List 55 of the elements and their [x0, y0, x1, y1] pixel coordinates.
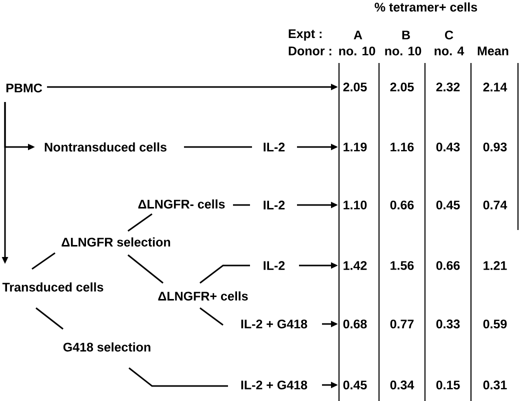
table-value: 2.05: [390, 82, 414, 92]
connector-line: [200, 307, 224, 326]
treatment-label: IL-2: [264, 200, 285, 210]
table-value: 0.77: [390, 320, 414, 328]
column-header: no. 10: [339, 46, 376, 56]
table-value: 0.68: [343, 320, 367, 328]
connector-line: [233, 204, 250, 206]
table-value: 0.45: [436, 200, 460, 210]
table-value: 0.59: [483, 320, 507, 328]
column-header: Mean: [478, 46, 508, 56]
column-header: A: [354, 30, 362, 40]
column-header: C: [445, 30, 454, 40]
table-value: 1.21: [484, 261, 507, 270]
step-label: ΔLNGFR- cells: [138, 199, 225, 209]
column-header: B: [402, 30, 410, 40]
step-label: ΔLNGFR+ cells: [158, 291, 248, 301]
table-value: 1.16: [390, 142, 414, 152]
table-value: 1.56: [390, 261, 414, 270]
step-label: Nontransduced cells: [44, 142, 166, 152]
connector-line: [128, 254, 164, 284]
table-value: 0.45: [343, 380, 367, 390]
table-value: 1.19: [344, 142, 367, 152]
table-value: 2.05: [343, 82, 367, 92]
treatment-label: IL-2: [264, 142, 285, 152]
table-value: 0.66: [436, 261, 460, 270]
table-value: 0.43: [436, 142, 460, 152]
table-value: 0.34: [390, 380, 414, 390]
table-title: % tetramer+ cells: [374, 2, 478, 12]
connector-line: [36, 307, 64, 330]
step-label: ΔLNGFR selection: [62, 237, 170, 247]
step-label: G418 selection: [63, 342, 150, 352]
connector-line: [128, 213, 152, 232]
table-value: 0.74: [483, 200, 508, 210]
table-value: 0.33: [436, 320, 460, 328]
connector-line: [32, 252, 56, 270]
column-header: no. 10: [385, 46, 422, 56]
table-value: 2.32: [436, 82, 460, 92]
connector-line: [128, 367, 228, 387]
treatment-label: IL-2: [264, 261, 285, 270]
treatment-label: IL-2 + G418: [241, 320, 308, 328]
table-value: 0.66: [390, 200, 414, 210]
table-value: 0.15: [436, 380, 460, 390]
connector-line: [184, 146, 252, 148]
header-label: Expt :: [288, 29, 322, 41]
table-value: 0.31: [483, 380, 507, 390]
header-label: Donor :: [288, 46, 332, 56]
treatment-label: IL-2 + G418: [241, 380, 308, 390]
step-label: Transduced cells: [2, 282, 104, 292]
connector-line: [200, 264, 250, 284]
step-label: PBMC: [6, 84, 42, 92]
table-value: 2.14: [483, 82, 508, 92]
table-value: 1.42: [344, 261, 367, 270]
table-value: 0.93: [483, 142, 507, 152]
column-header: no. 4: [434, 46, 464, 56]
table-value: 1.10: [344, 200, 367, 210]
